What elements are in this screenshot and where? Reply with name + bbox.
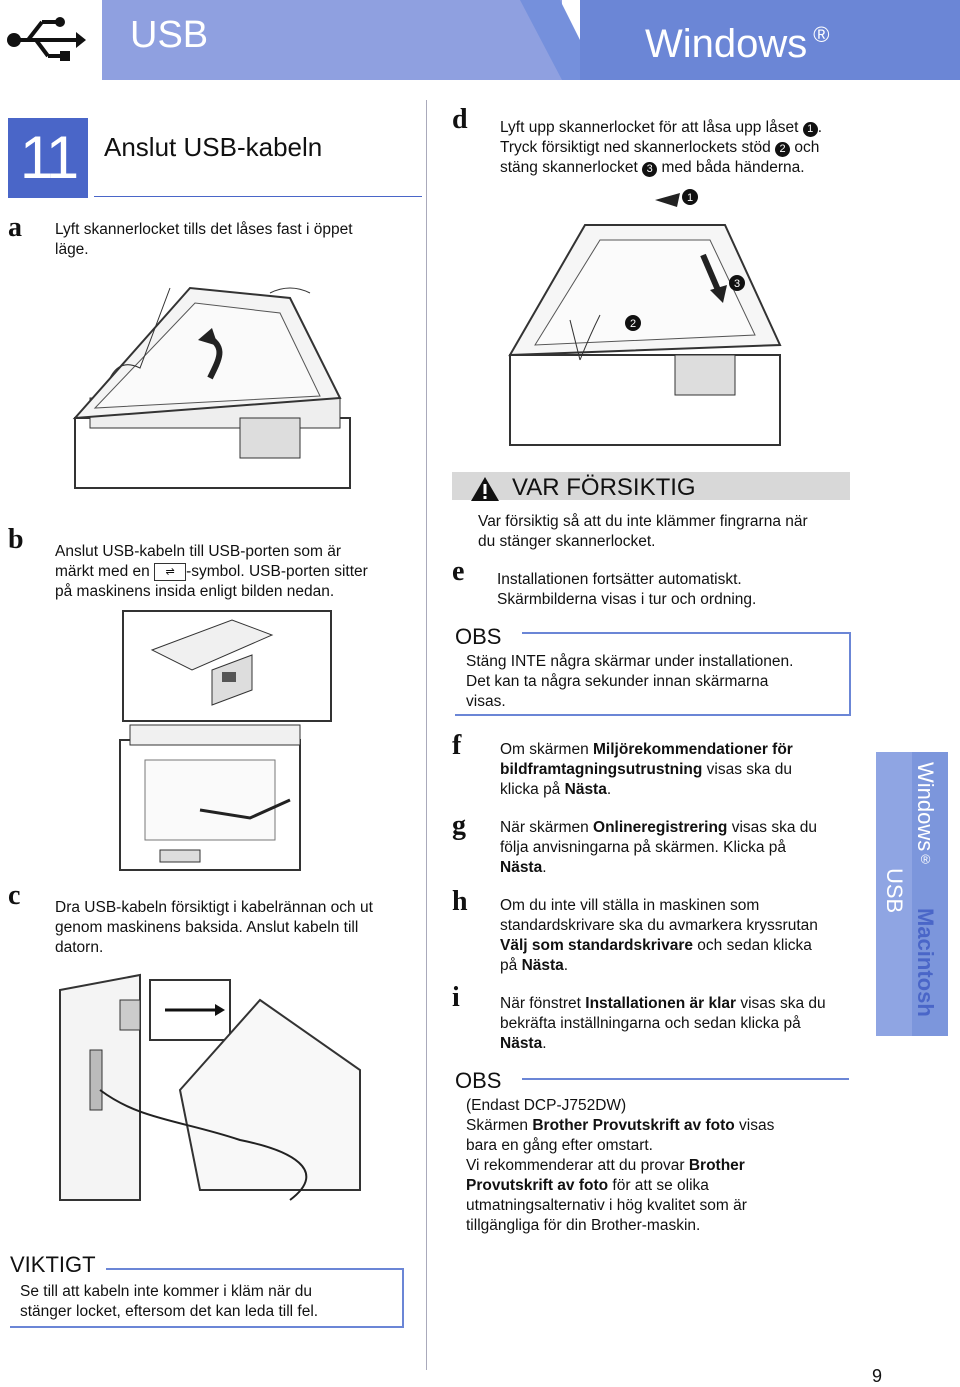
computer-connection-illustration: [59, 973, 361, 1201]
warning-icon: [471, 477, 499, 501]
item-letter-c: c: [8, 880, 21, 911]
viktigt-topline: [106, 1268, 402, 1270]
printer-open-illustration: [72, 286, 351, 489]
step-title: Anslut USB-kabeln: [104, 132, 323, 162]
side-tab-usb: USB: [882, 868, 907, 914]
item-letter-d: d: [452, 104, 468, 135]
item-letter-g: g: [452, 810, 466, 841]
caution-bar: [452, 472, 850, 500]
item-letter-f: f: [452, 730, 462, 761]
item-g-text: När skärmen Onlineregistrering visas ska…: [500, 819, 818, 876]
usb-port-closeup-illustration: [122, 610, 332, 722]
divider: [94, 196, 422, 197]
obs1-text: Stäng INTE några skärmar under installat…: [466, 653, 794, 710]
viktigt-box: [10, 1268, 404, 1328]
header-usb-band: [102, 0, 562, 80]
side-tab-windows: Windows®: [913, 762, 938, 867]
item-letter-b: b: [8, 524, 24, 555]
item-f-text: Om skärmen Miljörekommendationer för bil…: [500, 741, 793, 798]
obs-topline: [522, 632, 849, 634]
obs2-label: OBS: [455, 1068, 502, 1093]
printer-closing-illustration: 1 3 2: [508, 189, 782, 446]
side-tab-macintosh: Macintosh: [913, 908, 938, 1017]
item-letter-h: h: [452, 886, 468, 917]
column-divider: [426, 100, 427, 1370]
item-letter-i: i: [452, 982, 460, 1013]
header-windows-band: [580, 0, 960, 80]
printer-inside-illustration: [119, 724, 301, 871]
obs2-text: (Endast DCP-J752DW) Skärmen Brother Prov…: [466, 1097, 775, 1234]
obs-box: [455, 632, 851, 716]
item-b-text: Anslut USB-kabeln till USB-porten som är…: [55, 543, 368, 600]
callout-2-icon: 2: [775, 142, 791, 157]
caution-text: Var försiktig så att du inte klämmer fin…: [478, 513, 808, 550]
callout-1-icon: 1: [802, 122, 818, 137]
item-e-text: Installationen fortsätter automatiskt.Sk…: [497, 571, 757, 608]
item-c-text: Dra USB-kabeln försiktigt i kabelrännan …: [55, 899, 373, 956]
obs-label: OBS: [455, 624, 502, 649]
usb-icon: [7, 17, 86, 61]
callout-3-icon: 3: [642, 162, 658, 177]
viktigt-text: Se till att kabeln inte kommer i kläm nä…: [20, 1283, 319, 1320]
callout-2-label: 2: [630, 318, 636, 330]
obs2-topline: [522, 1078, 849, 1080]
header-windows-title: Windows®: [645, 22, 830, 66]
item-d-text: Lyft upp skannerlocket för att låsa upp …: [500, 119, 823, 177]
page-number: 9: [872, 1366, 883, 1386]
caution-title: VAR FÖRSIKTIG: [512, 474, 696, 501]
item-a-text: Lyft skannerlocket tills det låses fast …: [55, 221, 353, 258]
item-letter-e: e: [452, 556, 465, 587]
side-tab-windows-band: [876, 752, 912, 1036]
viktigt-label: VIKTIGT: [10, 1252, 96, 1277]
header-usb-title: USB: [130, 14, 209, 56]
header-usb-icon-area: [0, 0, 102, 80]
item-letter-a: a: [8, 212, 22, 243]
item-i-text: När fönstret Installationen är klar visa…: [500, 995, 826, 1052]
item-h-text: Om du inte vill ställa in maskinen som s…: [500, 897, 818, 974]
usb-symbol-icon: ⇌: [154, 562, 187, 581]
callout-3-label: 3: [734, 278, 740, 290]
callout-1-label: 1: [687, 192, 693, 204]
step-number: 11: [8, 118, 88, 198]
